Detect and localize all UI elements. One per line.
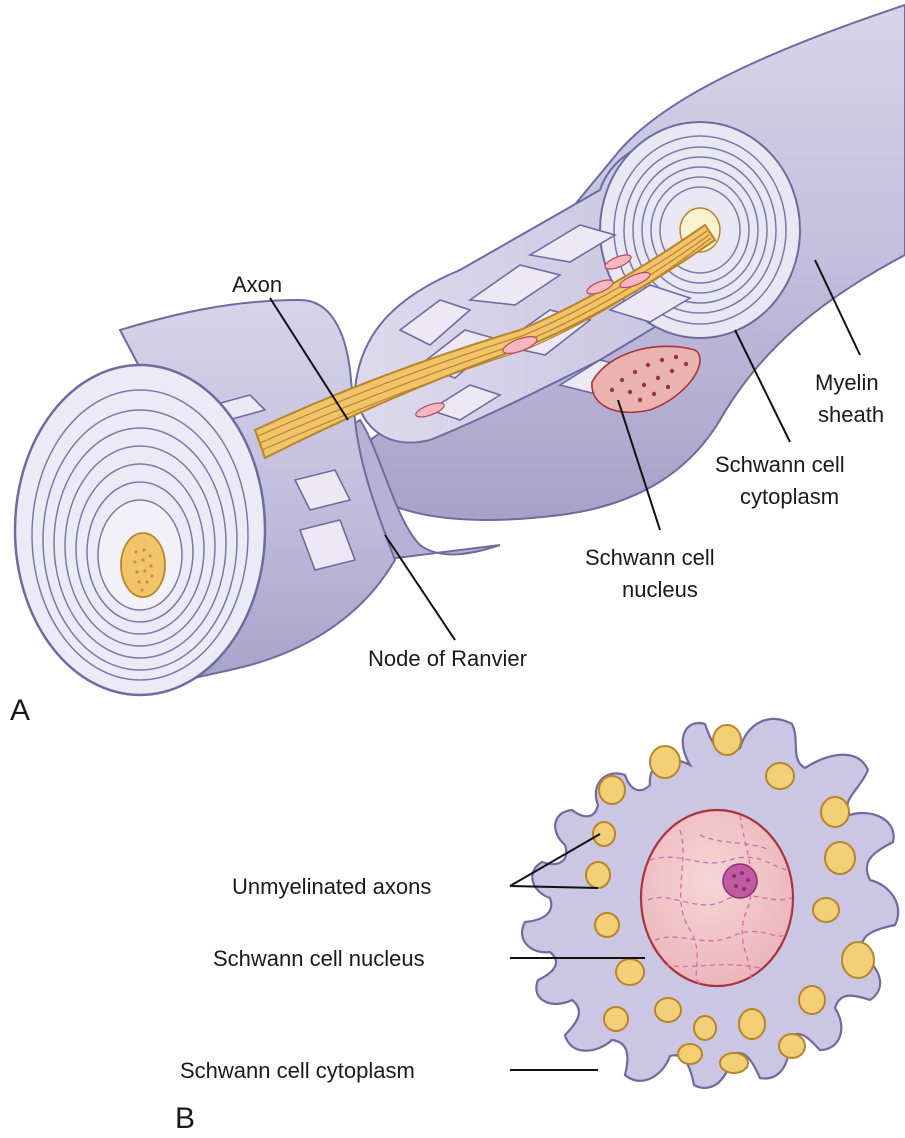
schwann-nucleus-b [641,810,793,986]
label-axon: Axon [232,272,282,297]
label-node-of-ranvier: Node of Ranvier [368,646,527,671]
label-myelin-sheath-1: Myelin [815,370,879,395]
label-schwann-cytoplasm-1: Schwann cell [715,452,845,477]
label-myelin-sheath-2: sheath [818,402,884,427]
label-schwann-nucleus-1: Schwann cell [585,545,715,570]
panel-letter-b: B [175,1102,195,1135]
panel-letter-a: A [10,694,30,727]
label-schwann-cytoplasm-b: Schwann cell cytoplasm [180,1058,415,1083]
label-schwann-nucleus-b: Schwann cell nucleus [213,946,425,971]
label-schwann-cytoplasm-2: cytoplasm [740,484,839,509]
panel-a-illustration [15,5,905,695]
panel-b-illustration [522,719,898,1088]
label-unmyelinated-axons: Unmyelinated axons [232,874,431,899]
label-schwann-nucleus-2: nucleus [622,577,698,602]
near-cut-face [15,365,265,695]
